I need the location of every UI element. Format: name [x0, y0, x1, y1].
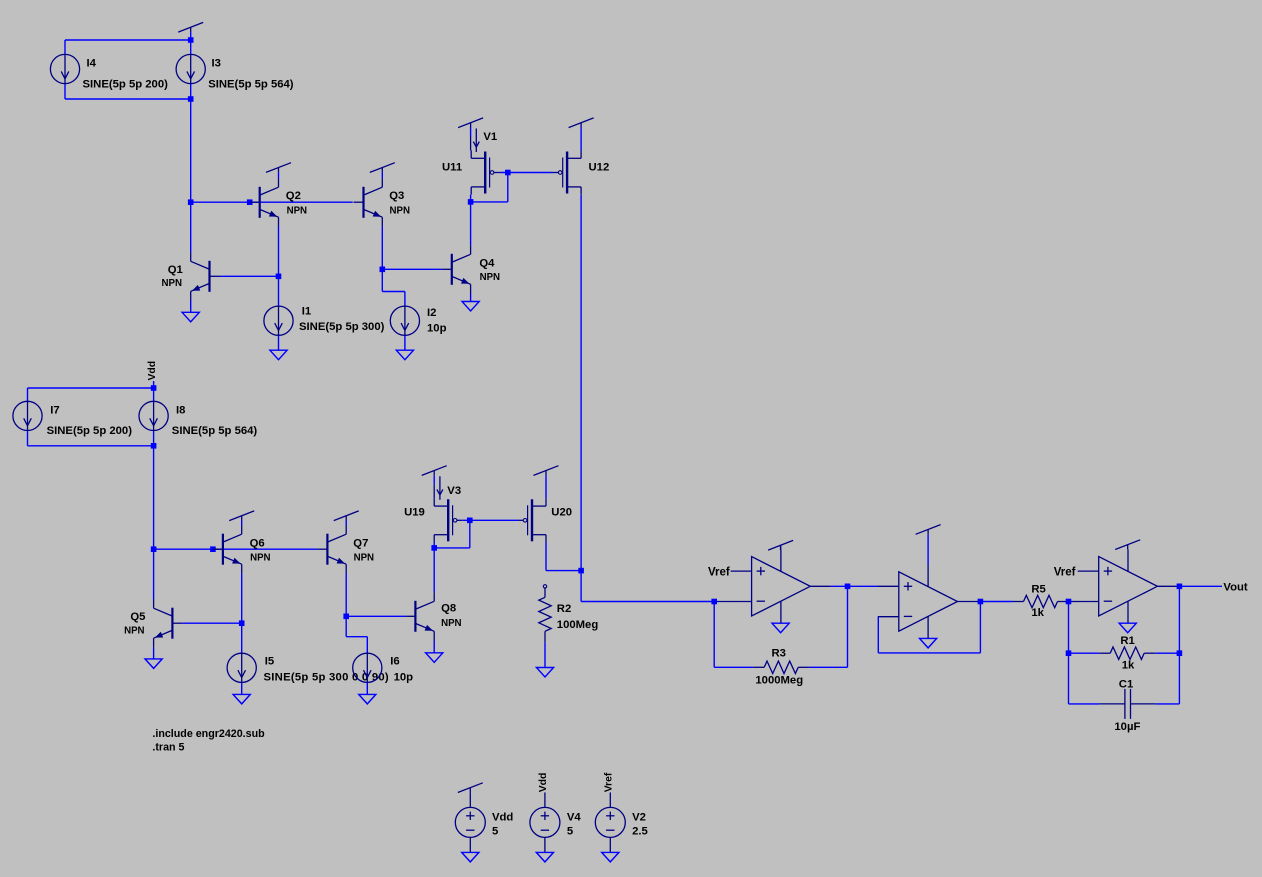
svg-text:U12: U12: [589, 161, 610, 173]
svg-text:V1: V1: [483, 131, 497, 143]
svg-text:NPN: NPN: [390, 205, 410, 216]
svg-text:Q4: Q4: [479, 258, 495, 270]
svg-text:U20: U20: [551, 506, 572, 518]
svg-text:Vdd: Vdd: [538, 773, 549, 793]
svg-text:NPN: NPN: [441, 618, 461, 629]
svg-text:I6: I6: [390, 656, 399, 668]
svg-text:SINE(5p 5p 300): SINE(5p 5p 300): [299, 321, 385, 333]
svg-text:1k: 1k: [1122, 660, 1135, 672]
svg-text:.tran 5: .tran 5: [152, 741, 184, 753]
svg-text:1k: 1k: [1031, 607, 1044, 619]
svg-text:I7: I7: [50, 404, 59, 416]
svg-text:I1: I1: [302, 306, 311, 318]
svg-text:NPN: NPN: [287, 205, 307, 216]
svg-text:I8: I8: [176, 404, 185, 416]
svg-text:Vref: Vref: [708, 567, 730, 579]
svg-text:5: 5: [567, 825, 573, 837]
svg-text:SINE(5p 5p 300 0 0 90): SINE(5p 5p 300 0 0 90): [264, 671, 389, 683]
svg-text:1000Meg: 1000Meg: [755, 675, 803, 687]
svg-text:SINE(5p 5p 200): SINE(5p 5p 200): [47, 425, 133, 437]
svg-text:I2: I2: [427, 307, 436, 319]
svg-text:V4: V4: [567, 811, 582, 823]
svg-text:Q7: Q7: [353, 538, 368, 550]
svg-text:NPN: NPN: [124, 626, 144, 637]
svg-text:Q1: Q1: [168, 264, 183, 276]
svg-text:Q3: Q3: [389, 190, 404, 202]
svg-text:Q5: Q5: [130, 611, 145, 623]
svg-text:Vdd: Vdd: [492, 811, 513, 823]
svg-text:I5: I5: [265, 656, 274, 668]
svg-text:SINE(5p 5p 564): SINE(5p 5p 564): [208, 79, 294, 91]
svg-text:2.5: 2.5: [632, 825, 648, 837]
svg-text:R3: R3: [772, 648, 786, 660]
svg-text:R5: R5: [1031, 584, 1045, 596]
svg-text:Vout: Vout: [1223, 582, 1247, 594]
svg-text:NPN: NPN: [354, 553, 374, 564]
svg-text:Q6: Q6: [250, 538, 265, 550]
svg-text:.include engr2420.sub: .include engr2420.sub: [152, 728, 265, 740]
svg-text:10p: 10p: [394, 671, 414, 683]
svg-text:V3: V3: [447, 485, 461, 497]
svg-text:C1: C1: [1119, 678, 1133, 690]
svg-text:Vdd: Vdd: [147, 361, 158, 381]
svg-text:I3: I3: [212, 58, 221, 70]
svg-text:U19: U19: [404, 506, 425, 518]
svg-text:NPN: NPN: [480, 272, 500, 283]
svg-text:NPN: NPN: [162, 278, 182, 289]
svg-text:U11: U11: [442, 161, 462, 173]
svg-text:SINE(5p 5p 200): SINE(5p 5p 200): [83, 79, 169, 91]
svg-text:R1: R1: [1120, 635, 1134, 647]
svg-text:NPN: NPN: [250, 553, 270, 564]
svg-text:Vref: Vref: [1054, 567, 1076, 579]
svg-text:10µF: 10µF: [1114, 721, 1140, 733]
svg-text:5: 5: [492, 825, 498, 837]
svg-text:R2: R2: [557, 603, 571, 615]
svg-text:100Meg: 100Meg: [557, 619, 599, 631]
svg-text:I4: I4: [87, 58, 97, 70]
svg-text:10p: 10p: [427, 322, 447, 334]
svg-text:Q8: Q8: [441, 602, 456, 614]
svg-text:Q2: Q2: [286, 190, 301, 202]
svg-text:SINE(5p 5p 564): SINE(5p 5p 564): [172, 425, 258, 437]
svg-text:V2: V2: [632, 811, 646, 823]
svg-text:Vref: Vref: [604, 772, 615, 792]
